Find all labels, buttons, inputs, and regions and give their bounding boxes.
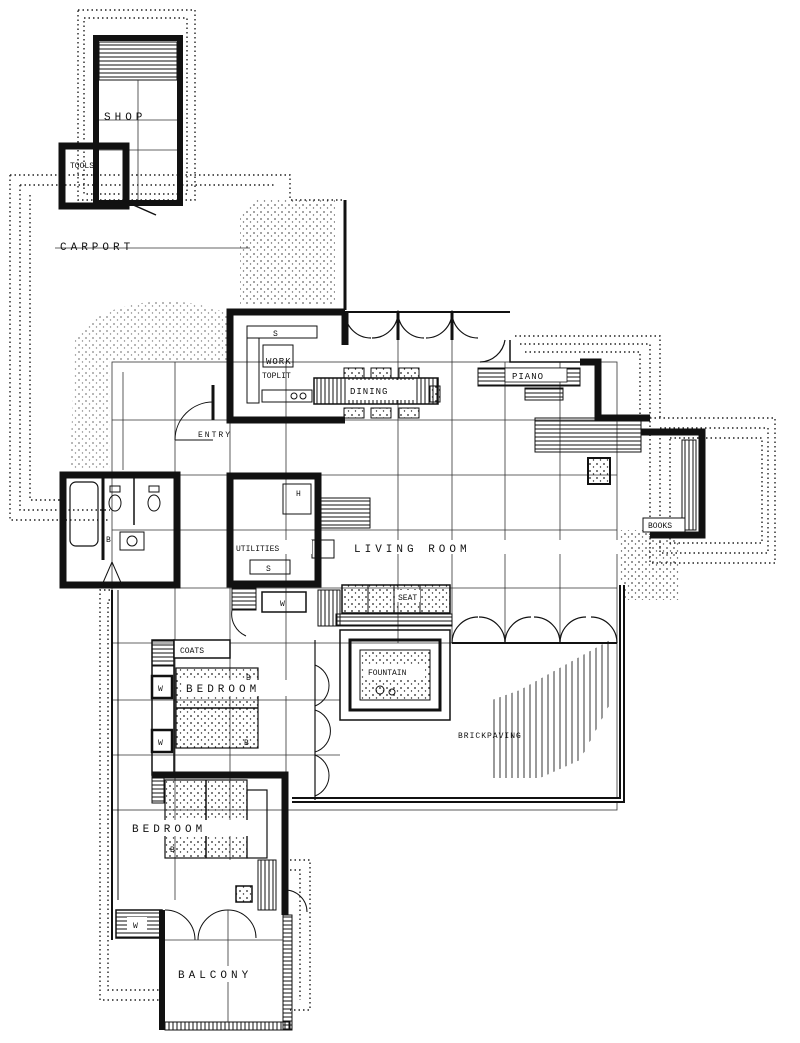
utility-h-label: H bbox=[296, 490, 301, 499]
entry: ENTRY bbox=[174, 385, 232, 441]
kitchen-sink-label: S bbox=[273, 330, 278, 339]
north-doors bbox=[344, 311, 510, 363]
terrace: BRICKPAVING bbox=[292, 585, 625, 803]
bed-b-1-label: B bbox=[246, 674, 251, 683]
ground-stipple bbox=[70, 200, 680, 600]
bedroom-lower-label: BEDROOM bbox=[132, 824, 206, 836]
wardrobe-4-label: W bbox=[133, 922, 138, 931]
bedroom-lower: B BEDROOM bbox=[111, 590, 308, 940]
bath-b-label: B bbox=[106, 536, 111, 545]
balcony-label: BALCONY bbox=[178, 970, 252, 982]
bedroom-upper: COATS W W B B BEDROOM bbox=[150, 609, 331, 800]
toplit-label: TOPLIT bbox=[262, 372, 291, 381]
living-room-label: LIVING ROOM bbox=[354, 544, 471, 556]
wardrobe-3-label: W bbox=[158, 739, 163, 748]
bed-b-3-label: B bbox=[170, 846, 175, 855]
balcony: W BALCONY bbox=[115, 909, 293, 1031]
seat-label: SEAT bbox=[398, 594, 417, 603]
tools-label: TOOLS bbox=[70, 162, 94, 171]
piano-label: PIANO bbox=[512, 372, 544, 382]
fountain-label: FOUNTAIN bbox=[368, 669, 407, 678]
fountain: FOUNTAIN bbox=[339, 629, 451, 721]
shop: SHOP TOOLS bbox=[58, 35, 183, 216]
wardrobe-utility-label: W bbox=[280, 600, 285, 609]
bedroom-upper-label: BEDROOM bbox=[186, 684, 260, 696]
dining-table: DINING bbox=[313, 367, 441, 419]
work-label: WORK bbox=[266, 357, 292, 367]
wardrobe-2-label: W bbox=[158, 685, 163, 694]
carport: CARPORT bbox=[55, 200, 347, 310]
utilities: H S UTILITIES W bbox=[226, 472, 371, 613]
south-doors bbox=[451, 616, 618, 644]
carport-label: CARPORT bbox=[60, 242, 134, 254]
coats-label: COATS bbox=[180, 647, 204, 656]
book-wing: BOOKS bbox=[534, 417, 706, 539]
shop-label: SHOP bbox=[104, 112, 146, 124]
utility-sink-label: S bbox=[266, 565, 271, 574]
entry-label: ENTRY bbox=[198, 431, 232, 440]
brick-paving-label: BRICKPAVING bbox=[458, 732, 522, 741]
utilities-label: UTILITIES bbox=[236, 545, 279, 554]
bed-b-2-label: B bbox=[244, 739, 249, 748]
bathroom: B bbox=[59, 471, 181, 589]
books-label: BOOKS bbox=[648, 522, 672, 531]
dining-label: DINING bbox=[350, 387, 388, 397]
living-room: LIVING ROOM SEAT bbox=[317, 540, 618, 627]
